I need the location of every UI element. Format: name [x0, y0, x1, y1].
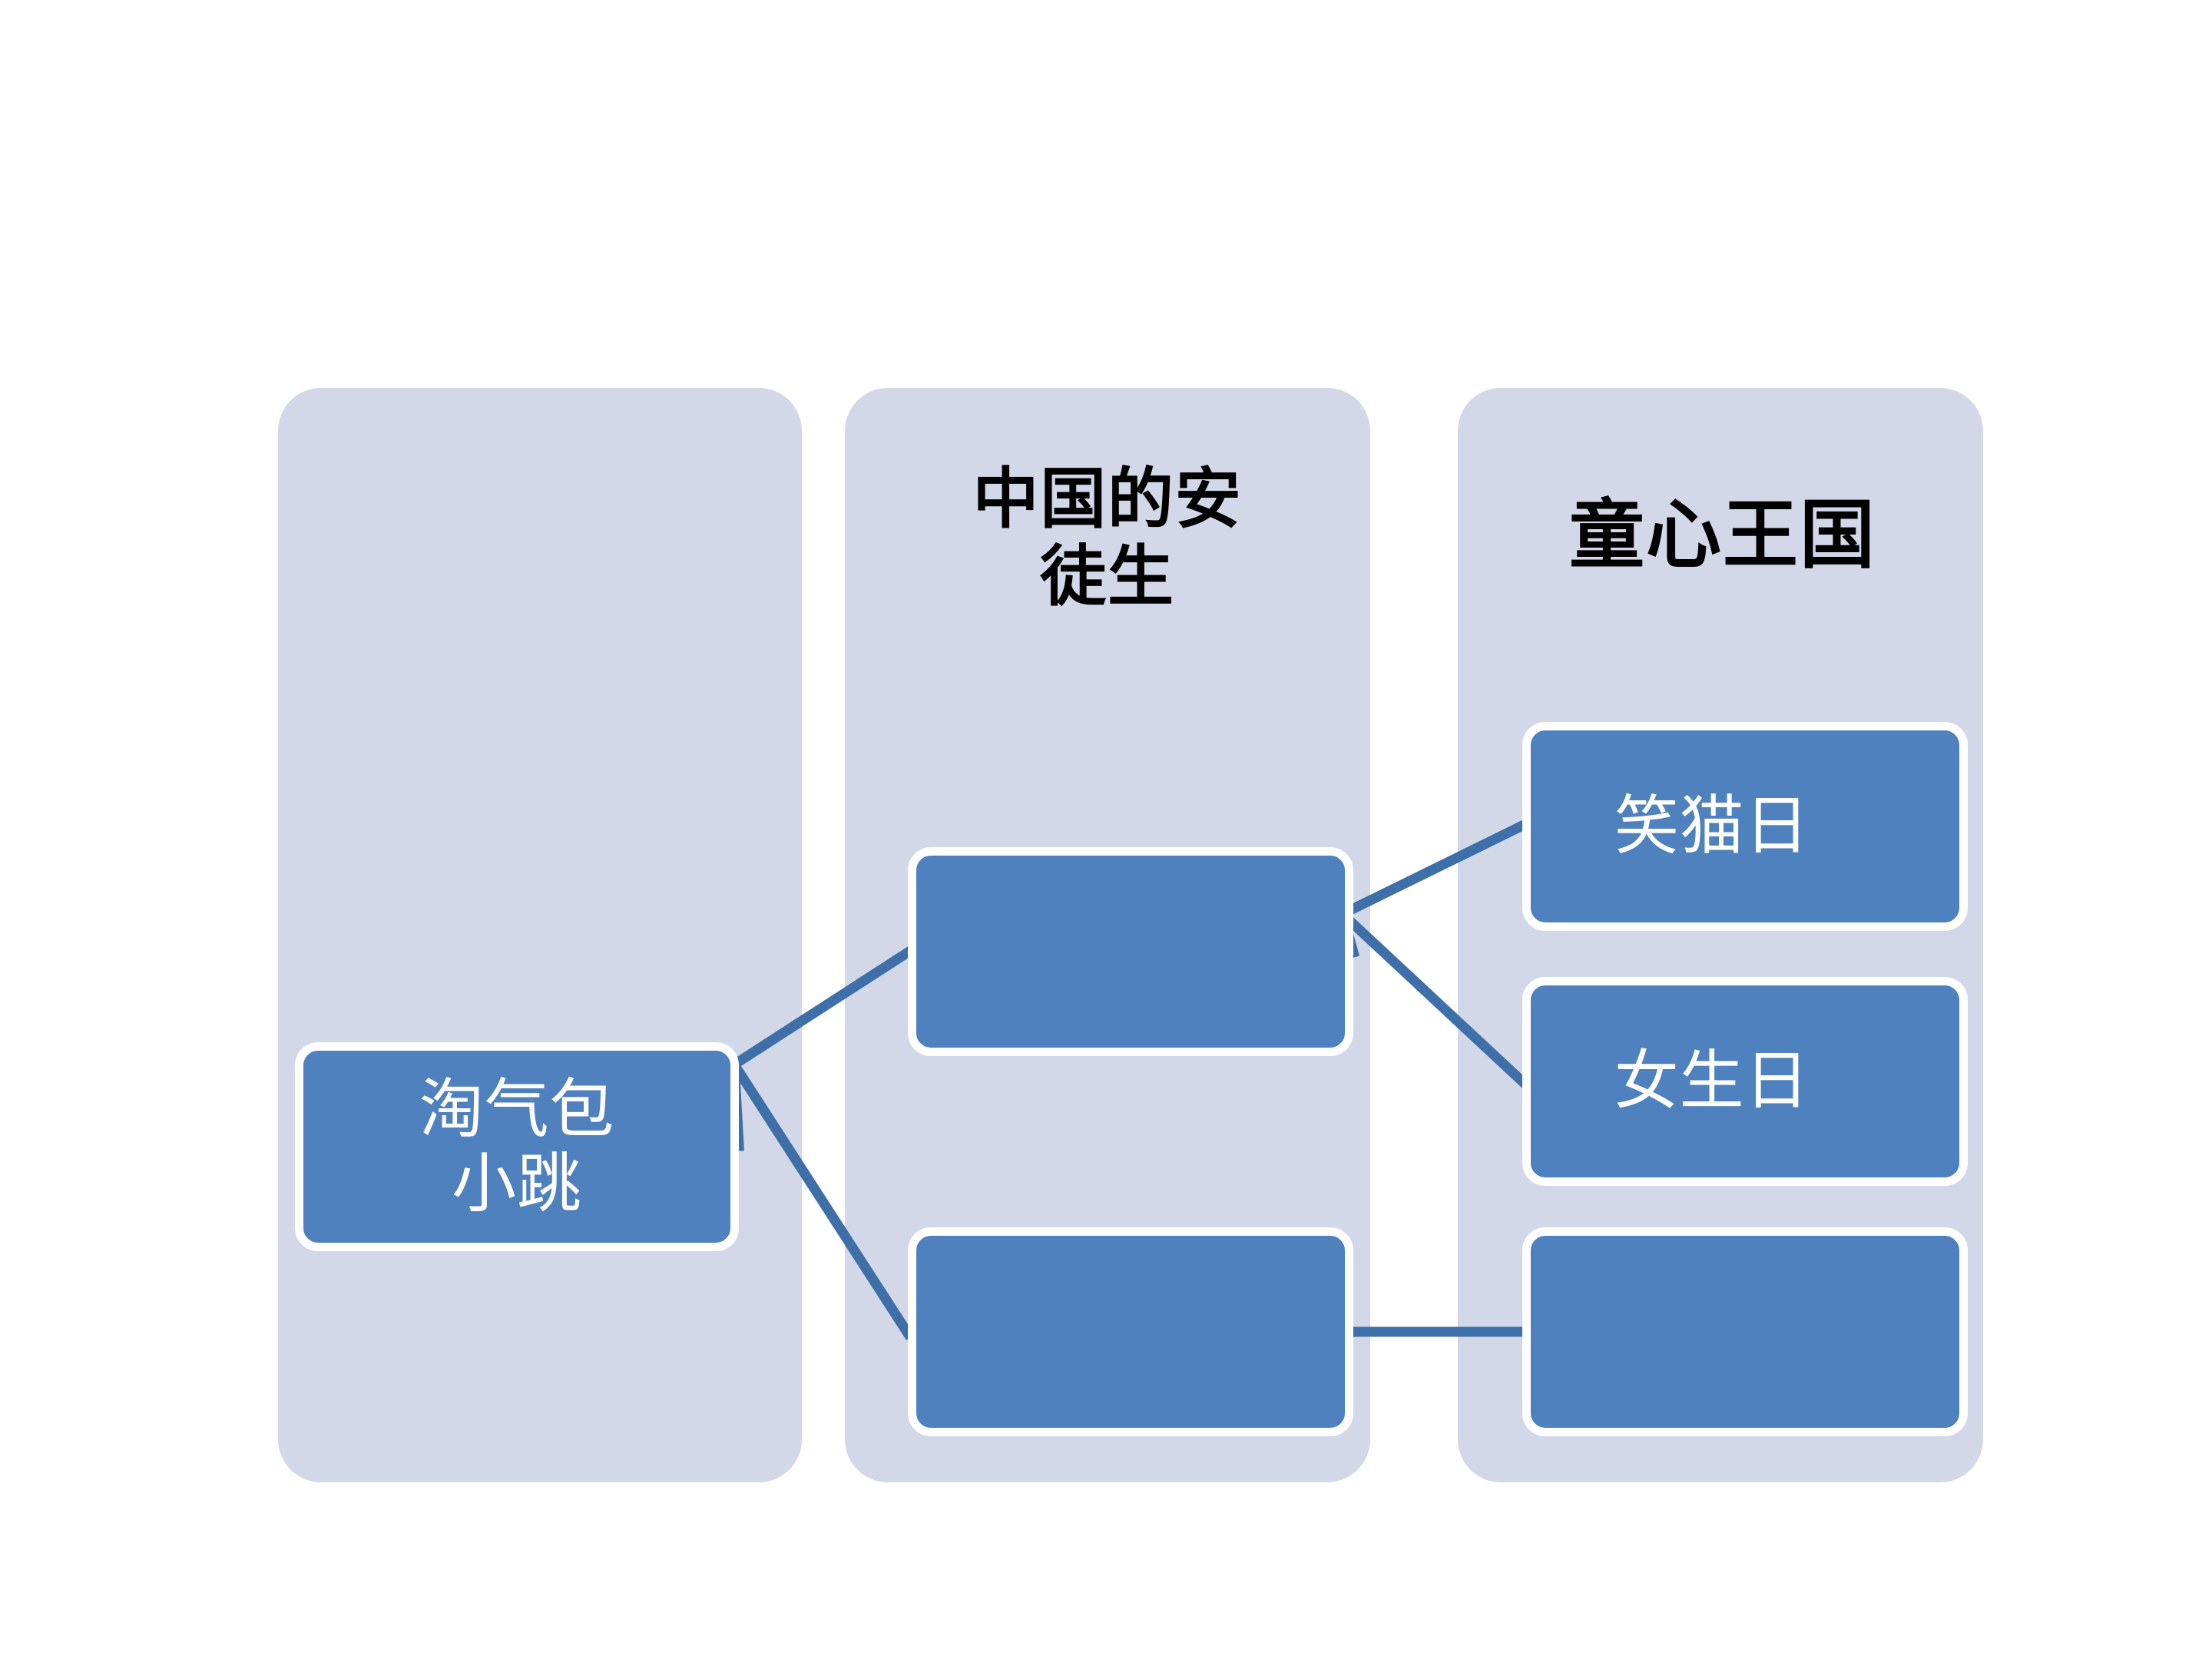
node-root-label: 淘气包 小跳: [419, 1071, 615, 1221]
node-right-1[interactable]: 笑猫日: [1522, 722, 1968, 931]
node-root[interactable]: 淘气包 小跳: [295, 1042, 739, 1251]
node-right-2-label: 女生日: [1614, 1043, 1810, 1119]
node-right-2[interactable]: 女生日: [1522, 977, 1968, 1186]
node-right-3[interactable]: [1522, 1227, 1968, 1436]
node-right-1-label: 笑猫日: [1614, 788, 1810, 864]
node-middle-top[interactable]: [908, 847, 1353, 1056]
column-panel-1: [278, 388, 802, 1482]
column-title-3: 童心王国: [1569, 492, 1876, 579]
node-middle-bottom[interactable]: [908, 1227, 1353, 1436]
column-title-2: 中国的安 徒生: [972, 461, 1243, 616]
